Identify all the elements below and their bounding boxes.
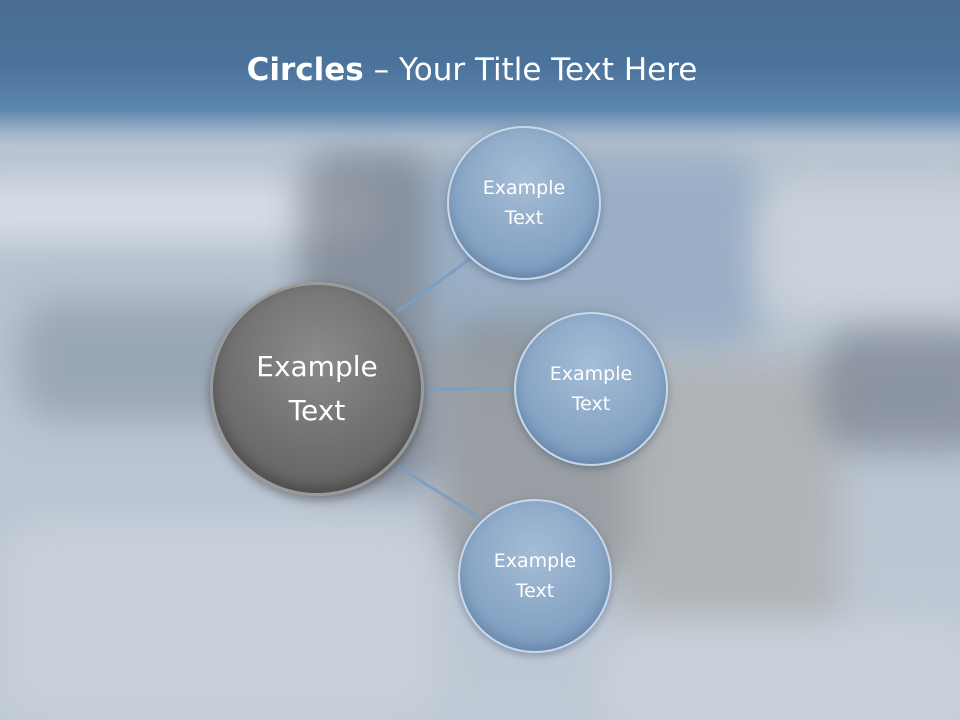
hub-circle[interactable]: Example Text: [210, 282, 424, 496]
slide-title: Circles – Your Title Text Here: [0, 52, 944, 88]
node-label-2: Example Text: [549, 363, 633, 415]
node-circle-2[interactable]: Example Text: [514, 312, 668, 466]
connector-hub-node-1: [396, 257, 471, 314]
title-bold-part: Circles: [246, 52, 364, 88]
title-bar: [0, 0, 960, 146]
title-rest-part: – Your Title Text Here: [363, 52, 698, 88]
node-circle-3[interactable]: Example Text: [458, 499, 612, 653]
node-label-1: Example Text: [482, 177, 566, 229]
node-label-3: Example Text: [493, 550, 577, 602]
connector-hub-node-3: [396, 464, 481, 520]
hub-label: Example Text: [256, 350, 378, 427]
node-circle-1[interactable]: Example Text: [447, 126, 601, 280]
